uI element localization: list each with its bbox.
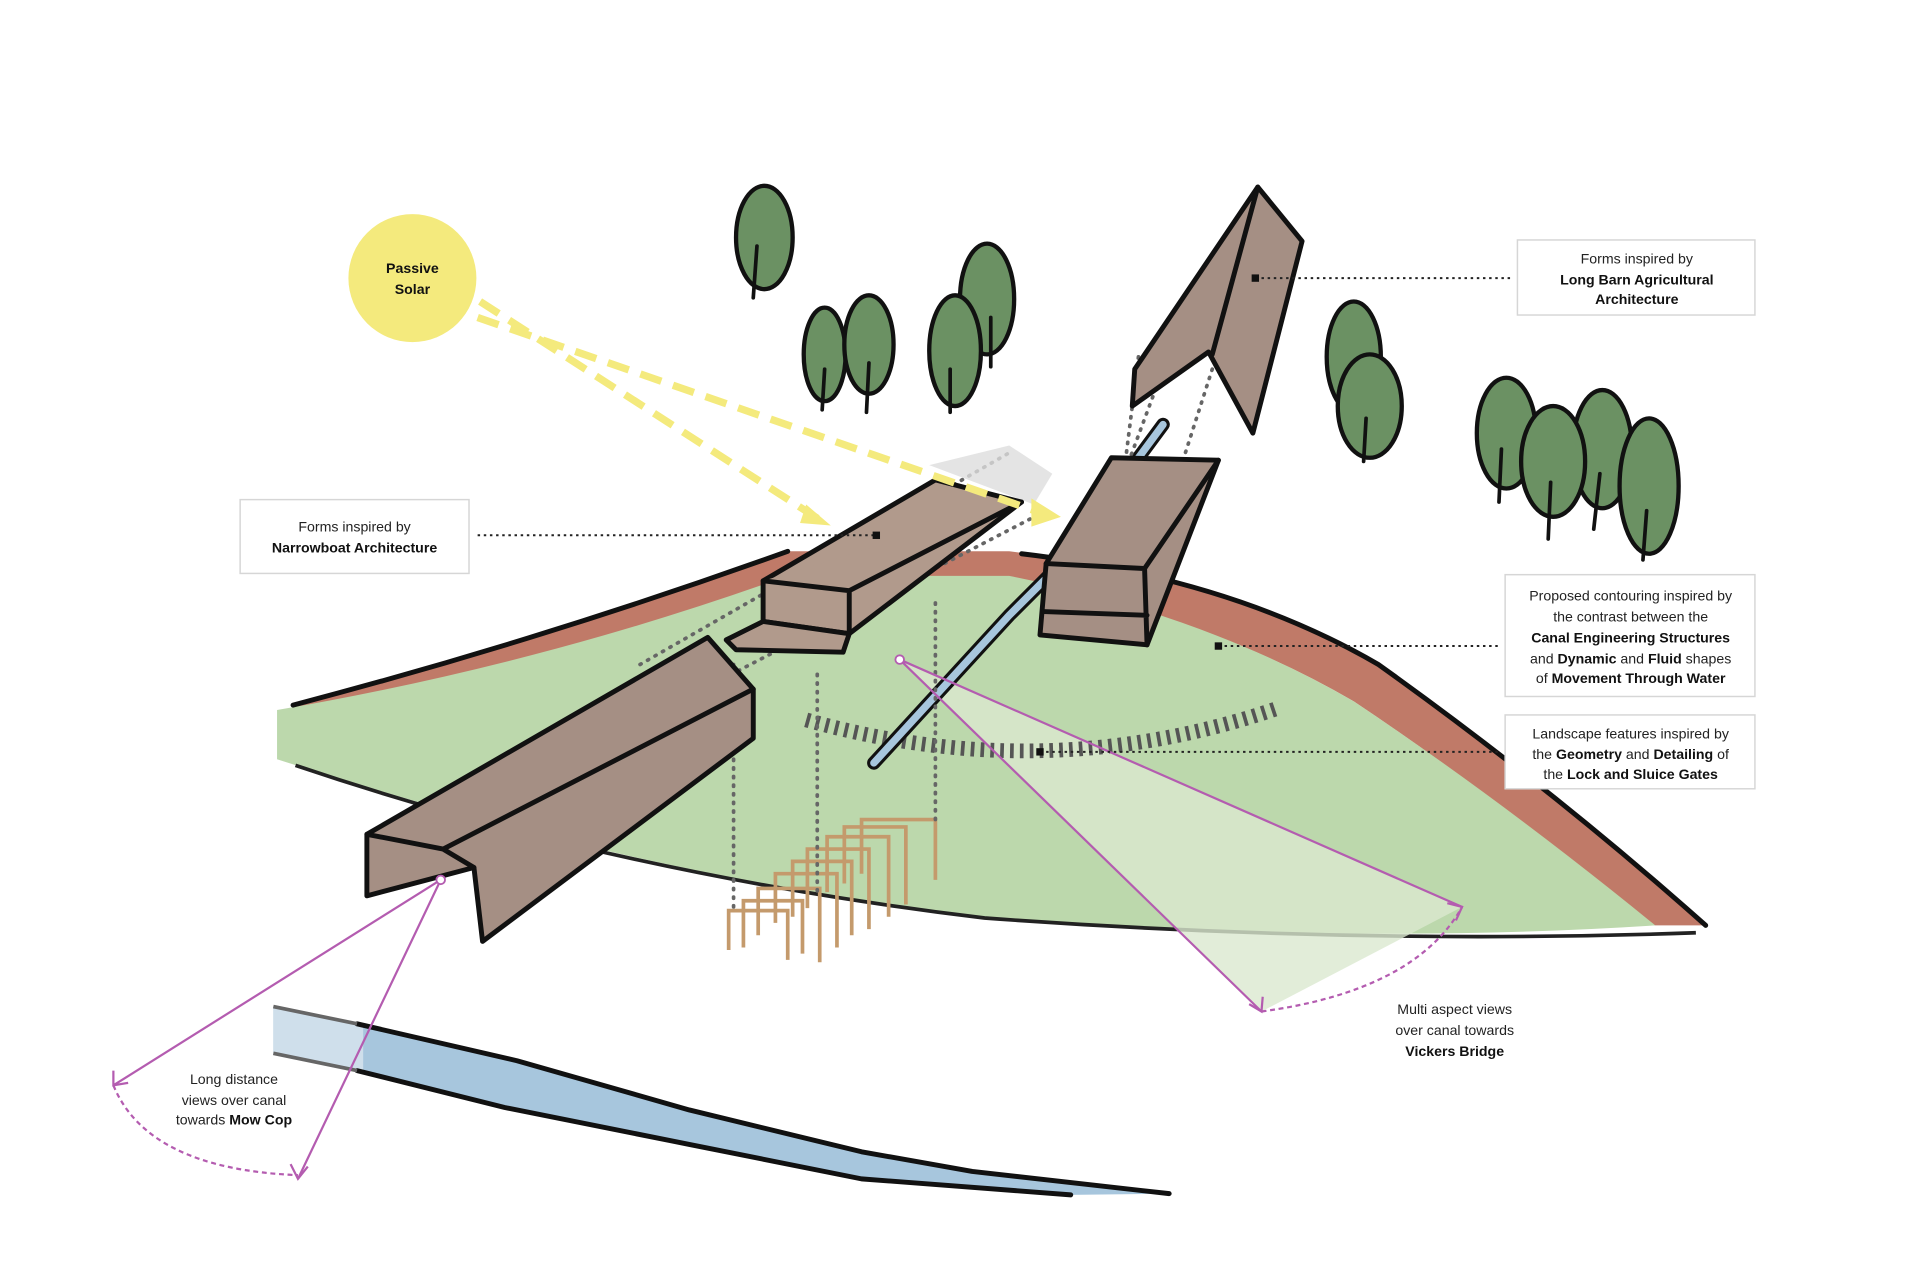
svg-text:Long Barn Agricultural: Long Barn Agricultural [1560, 271, 1713, 287]
svg-text:the Lock and Sluice Gates: the Lock and Sluice Gates [1543, 766, 1718, 782]
sun-label-line1: Passive [386, 260, 439, 276]
tree-icon [842, 293, 896, 415]
arrowhead-icon [112, 902, 1464, 1181]
arrow-icon [800, 498, 1061, 527]
svg-text:Landscape features inspired by: Landscape features inspired by [1532, 725, 1729, 741]
svg-text:Forms inspired by: Forms inspired by [1581, 250, 1694, 266]
buildings [364, 184, 1305, 944]
svg-text:views over canal: views over canal [182, 1092, 287, 1108]
label-long-barn: Forms inspired by Long Barn Agricultural… [1516, 239, 1756, 316]
svg-text:Forms inspired by: Forms inspired by [298, 519, 411, 535]
landscape-stripes [804, 700, 1283, 759]
hill [277, 548, 1709, 1012]
svg-text:over canal towards: over canal towards [1395, 1022, 1514, 1038]
sun-label-line2: Solar [395, 281, 431, 297]
label-narrowboat: Forms inspired by Narrowboat Architectur… [239, 498, 470, 575]
svg-text:Multi aspect views: Multi aspect views [1397, 1001, 1512, 1017]
passive-solar-sun: Passive Solar [348, 214, 1061, 527]
svg-text:Narrowboat Architecture: Narrowboat Architecture [272, 540, 437, 556]
svg-text:towards Mow Cop: towards Mow Cop [176, 1112, 293, 1128]
tree-icon [927, 293, 984, 415]
label-contouring: Proposed contouring inspired by the cont… [1504, 573, 1756, 698]
tree-icon [733, 183, 795, 300]
label-landscape: Landscape features inspired by the Geome… [1504, 714, 1756, 790]
tree-icon [1324, 299, 1404, 464]
svg-text:Architecture: Architecture [1595, 291, 1678, 307]
tree-icon [801, 305, 848, 412]
svg-text:Proposed contouring inspired b: Proposed contouring inspired by [1529, 588, 1733, 604]
canal [272, 1004, 1172, 1198]
svg-text:the contrast between the: the contrast between the [1553, 608, 1708, 624]
leader-lines [477, 274, 1512, 756]
svg-text:Canal Engineering Structures: Canal Engineering Structures [1531, 629, 1730, 645]
svg-text:Long distance: Long distance [190, 1071, 278, 1087]
view-lines [112, 654, 1464, 1181]
tree-icon [1518, 403, 1588, 541]
svg-text:of Movement Through Water: of Movement Through Water [1536, 670, 1726, 686]
svg-text:Vickers Bridge: Vickers Bridge [1405, 1043, 1504, 1059]
label-vickers-views: Multi aspect views over canal towards Vi… [1395, 1001, 1514, 1059]
svg-text:the Geometry and Detailing of: the Geometry and Detailing of [1532, 746, 1729, 762]
trees [733, 183, 1681, 562]
long-barn-building [1129, 184, 1305, 436]
svg-text:and Dynamic and Fluid shapes: and Dynamic and Fluid shapes [1530, 650, 1731, 666]
tree-icon [1617, 416, 1681, 562]
lock-gates [726, 817, 938, 963]
right-block-building [1037, 455, 1221, 648]
label-mow-cop-views: Long distance views over canal towards M… [176, 1071, 293, 1128]
